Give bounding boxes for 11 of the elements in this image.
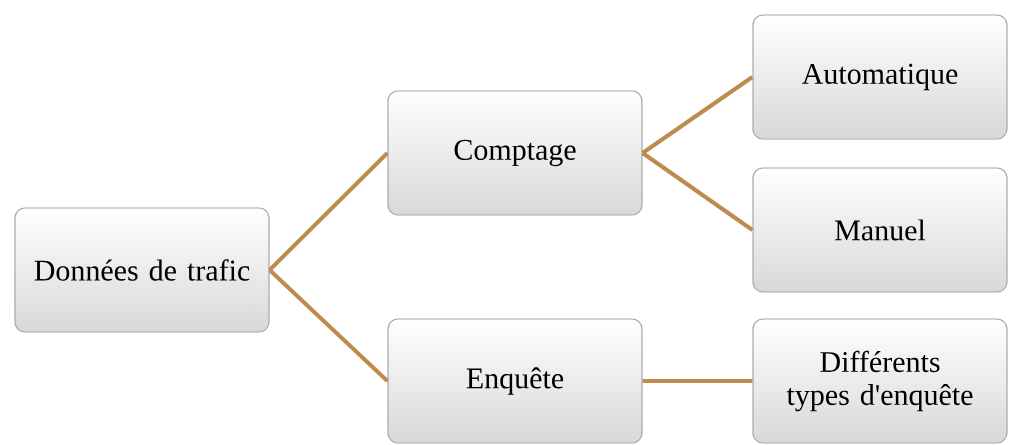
process-box: Données de trafic	[14, 207, 270, 333]
connector-line	[642, 379, 753, 383]
process-box: Comptage	[387, 90, 643, 216]
connector-line	[268, 151, 389, 272]
connector-line	[641, 151, 754, 232]
process-box: Enquête	[387, 318, 643, 444]
connector-line	[268, 268, 389, 383]
process-box: Manuel	[752, 167, 1008, 293]
process-box: Différents types d'enquête	[752, 318, 1008, 444]
process-box: Automatique	[752, 14, 1008, 140]
connector-line	[641, 75, 754, 155]
